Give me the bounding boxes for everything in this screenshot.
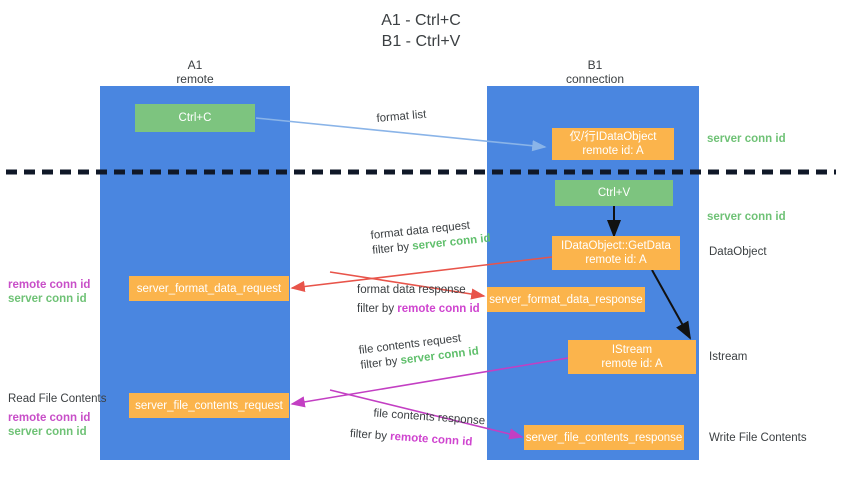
box-idataobject-title: 仅/行IDataObject [569, 131, 657, 143]
annotation-server-conn-id-top: server conn id [707, 133, 786, 145]
box-server-file-contents-request[interactable]: server_file_contents_request [129, 393, 289, 418]
box-idataobject-getdata[interactable]: IDataObject::GetData remote id: A [552, 236, 680, 270]
lane-header-a1-sub: remote [176, 72, 214, 86]
annotation-server-conn-id-bottom: server conn id [8, 426, 87, 438]
edge-label-format-data-request: format data request filter by server con… [370, 217, 491, 259]
box-server-file-contents-response-label: server_file_contents_response [525, 431, 683, 444]
box-istream[interactable]: IStream remote id: A [568, 340, 696, 374]
annotation-istream: Istream [709, 351, 748, 363]
edge-label-format-list-text: format list [376, 108, 427, 125]
lane-header-b1-sub: connection [565, 72, 625, 86]
edge-label-file-contents-response-line1: file contents response [373, 407, 486, 428]
filter-prefix: filter by [357, 303, 398, 315]
box-getdata-sub: remote id: A [585, 254, 647, 266]
filter-prefix: filter by [359, 354, 402, 372]
edge-label-format-list: format list [376, 108, 427, 127]
box-ctrl-v-label: Ctrl+V [597, 187, 631, 199]
box-getdata-title: IDataObject::GetData [561, 240, 671, 252]
edge-label-format-data-response: format data response filter by remote co… [357, 283, 480, 317]
annotation-remote-conn-id-bottom: remote conn id [8, 412, 91, 424]
lane-header-a1: A1 remote [120, 58, 270, 86]
annotation-remote-conn-id-mid: remote conn id [8, 279, 91, 291]
box-istream-title: IStream [611, 344, 653, 356]
edge-label-file-contents-response-line2: filter by remote conn id [349, 427, 484, 451]
box-server-format-data-response[interactable]: server_format_data_response [487, 287, 645, 312]
box-ctrl-c[interactable]: Ctrl+C [135, 104, 255, 132]
annotation-dataobject: DataObject [709, 246, 767, 258]
lane-header-b1: B1 connection [520, 58, 670, 86]
filter-prefix: filter by [349, 427, 391, 443]
annotation-write-file-contents: Write File Contents [709, 432, 807, 444]
lane-header-a1-name: A1 [187, 58, 203, 72]
title-line-2: B1 - Ctrl+V [381, 33, 461, 50]
filter-token-remote-conn-id: remote conn id [389, 430, 473, 449]
edge-label-file-contents-request: file contents request filter by server c… [358, 330, 480, 374]
filter-token-remote-conn-id: remote conn id [397, 303, 480, 315]
edge-label-format-data-response-line2: filter by remote conn id [357, 302, 480, 317]
filter-prefix: filter by [371, 240, 413, 257]
annotation-server-conn-id-left-mid: server conn id [8, 293, 87, 305]
box-server-file-contents-request-label: server_file_contents_request [135, 399, 283, 412]
box-idataobject-sub: remote id: A [582, 145, 644, 157]
box-server-format-data-request-label: server_format_data_request [136, 282, 282, 295]
box-ctrl-v[interactable]: Ctrl+V [555, 180, 673, 206]
box-istream-sub: remote id: A [601, 358, 663, 370]
box-idataobject[interactable]: 仅/行IDataObject remote id: A [552, 128, 674, 160]
diagram-title: A1 - Ctrl+C B1 - Ctrl+V [0, 10, 842, 52]
box-server-format-data-response-label: server_format_data_response [489, 293, 643, 306]
annotation-server-conn-id-mid: server conn id [707, 211, 786, 223]
box-server-format-data-request[interactable]: server_format_data_request [129, 276, 289, 301]
box-ctrl-c-label: Ctrl+C [178, 112, 212, 124]
lane-header-b1-name: B1 [587, 58, 603, 72]
edge-label-file-contents-response: file contents response filter by remote … [349, 405, 486, 451]
title-line-1: A1 - Ctrl+C [381, 12, 461, 29]
box-server-file-contents-response[interactable]: server_file_contents_response [524, 425, 684, 450]
edge-label-format-data-response-line1: format data response [357, 284, 466, 296]
annotation-read-file-contents: Read File Contents [8, 393, 107, 405]
